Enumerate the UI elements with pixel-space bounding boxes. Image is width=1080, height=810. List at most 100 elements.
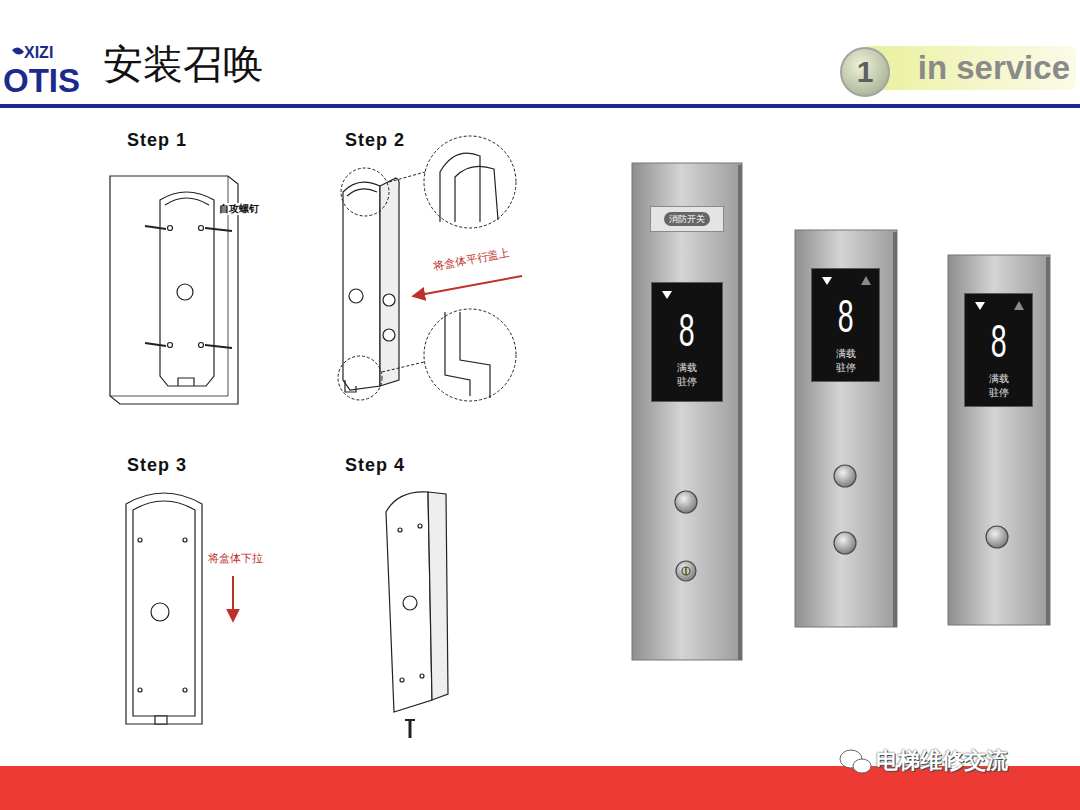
step1-drawing [199, 343, 204, 348]
down-arrow [822, 277, 832, 285]
step3-drawing [126, 493, 233, 724]
down-arrow [662, 291, 672, 299]
step3-drawing [151, 603, 169, 621]
step2-drawing [445, 312, 490, 398]
hall-call-panel [795, 230, 897, 627]
hall-call-panel [632, 163, 742, 660]
hall-call-panel [1046, 257, 1050, 625]
step4-drawing [405, 719, 415, 721]
call-button [675, 465, 1008, 554]
step2-drawing [347, 189, 377, 196]
step2-drawing [338, 136, 522, 401]
step-label: Step 2 [345, 130, 405, 151]
step3-drawing [183, 688, 187, 692]
hall-call-panel [893, 232, 897, 627]
logo-text: OTIS [3, 62, 80, 100]
step2-drawing [455, 166, 498, 222]
floor-number: 8 [838, 293, 854, 339]
key-switch [685, 567, 686, 575]
wechat-icon [840, 750, 871, 773]
step2-drawing [382, 172, 425, 372]
floor-display: 8 满载 驻停 [811, 268, 880, 382]
key-switch [676, 561, 696, 581]
step2-drawing [380, 178, 399, 386]
step4-drawing [409, 720, 412, 738]
step2-drawing [383, 329, 395, 341]
status-text: 满载 驻停 [834, 347, 857, 374]
step3-drawing [232, 576, 234, 620]
key-switch [676, 561, 696, 581]
logo-swoosh [12, 47, 24, 54]
step2-drawing [338, 136, 516, 401]
step1-drawing [145, 226, 232, 348]
step3-drawing [133, 501, 195, 716]
step4-drawing [428, 492, 448, 700]
status-text: 满载 驻停 [987, 372, 1010, 399]
status-badge: in service [862, 46, 1076, 90]
direction-arrow [812, 269, 881, 291]
step3-drawing [138, 538, 142, 542]
step-label: Step 4 [345, 455, 405, 476]
floor-number: 8 [991, 318, 1007, 364]
step2-drawing [414, 276, 522, 296]
watermark: 电梯维修交流 [876, 748, 1008, 773]
step4-drawing [400, 678, 404, 682]
step4-drawing [403, 596, 417, 610]
header-rule [0, 104, 1080, 108]
logo-swoosh [12, 47, 24, 54]
up-arrow [861, 276, 871, 285]
floor-number: 8 [679, 307, 695, 353]
hall-call-panel [948, 255, 1050, 625]
call-button [834, 532, 856, 554]
step-label: Step 3 [127, 455, 187, 476]
slide-title: 安装召唤 [103, 42, 263, 88]
call-button [675, 491, 697, 513]
step1-drawing [165, 198, 209, 205]
switch-label: 消防开关 [664, 212, 710, 227]
step1-drawing [110, 176, 228, 396]
step3-drawing [183, 538, 187, 542]
instruction-note: 将盒体下拉 [207, 552, 264, 565]
step2-drawing [338, 356, 382, 400]
call-button [986, 526, 1008, 548]
step3-drawing [138, 688, 142, 692]
badge-text: in service [918, 49, 1070, 87]
down-arrow [975, 302, 985, 310]
callout-label: 自攻螺钉 [218, 203, 260, 215]
step2-drawing [341, 168, 389, 216]
step3-drawing [155, 716, 167, 724]
direction-arrow [965, 294, 1034, 316]
step2-drawing [440, 153, 480, 222]
number-circle: 1 [840, 47, 890, 97]
step1-drawing [199, 226, 204, 231]
step1-drawing [160, 192, 214, 386]
logo-text: XIZI [24, 44, 53, 62]
direction-arrow [652, 283, 724, 305]
step4-drawing [386, 492, 448, 738]
hall-call-panel [738, 165, 742, 660]
badge-number: 1 [857, 57, 874, 87]
step1-drawing [177, 284, 193, 300]
floor-display: 8满载 驻停 [651, 282, 723, 402]
step2-drawing [345, 380, 356, 392]
hall-call-panel [632, 163, 1050, 660]
wechat-icon [853, 759, 871, 773]
key-switch [682, 567, 690, 575]
floor-display: 8 满载 驻停 [964, 293, 1033, 407]
step2-drawing [349, 289, 363, 303]
step1-drawing [168, 226, 173, 231]
call-button [834, 465, 856, 487]
step1-drawing [178, 378, 194, 386]
step1-drawing [168, 343, 173, 348]
step4-drawing [398, 528, 402, 532]
step4-drawing [386, 492, 432, 712]
step4-drawing [418, 524, 422, 528]
step-label: Step 1 [127, 130, 187, 151]
step3-drawing [126, 493, 202, 724]
up-arrow [1014, 301, 1024, 310]
step2-drawing [424, 136, 516, 228]
step2-drawing [424, 309, 516, 401]
step2-drawing [383, 294, 395, 306]
